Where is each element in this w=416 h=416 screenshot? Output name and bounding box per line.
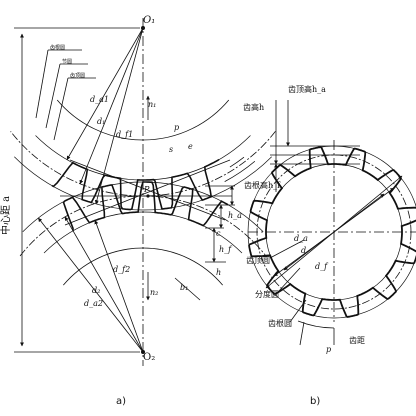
diagram-a-meshing-gears [10,18,276,366]
pitch-tag-leader-2 [45,63,61,129]
label-da: d_a [294,234,308,243]
label-n1: n₁ [148,100,156,109]
root-tag-leader-2 [35,49,49,119]
pitch-circle-leader [277,267,301,293]
pitch-circle-tag: 节圆 [62,59,72,65]
label-df1: d_f1 [116,130,133,139]
line-of-action-2 [64,159,231,226]
pitch-arc-b [297,320,335,329]
d1-line [79,27,144,185]
da2-line [38,217,144,353]
label-p: p [174,123,179,132]
root-circle-leader [289,299,307,323]
gear1-pitch-circle [10,131,276,197]
label-da2: d_a2 [84,299,103,308]
pitch-circle-label: 分度圆 [255,289,279,299]
gear2-root-circle [43,211,243,254]
center-distance-label: 中心距 a [0,196,12,235]
d2-line [64,216,144,353]
label-n2: n₂ [150,288,158,297]
addendum-label: 齿顶高h_a [288,84,326,94]
pitch-ext-2 [299,321,305,346]
gear1-tooth-outline [51,158,220,211]
pitch-point-dot [146,194,150,198]
label-da1: d_a1 [90,95,109,104]
tooth-height-label: 齿高h [243,102,264,112]
gear2-inner-arc [63,247,223,286]
tip-circle-label: 齿顶圆 [246,256,270,265]
root-circle-tag: 齿根圆 [50,44,65,51]
gear1-tip-circle [14,156,272,211]
label-hf: h_f [219,245,233,254]
label-s: s [169,145,173,154]
label-c: c [216,229,221,238]
gear1-center-label: O₁ [143,15,155,26]
diagram-b-spur-gear [247,100,416,346]
line-of-action-1 [69,159,226,221]
pitch-label: 齿距 [349,336,365,345]
df2-line [94,220,144,353]
gear2-center-label: O₂ [143,352,155,363]
label-b1: b₁ [180,283,188,292]
tip-circle-tag: 齿顶圆 [70,73,85,79]
label-h: h [216,268,221,277]
label-d2: d₂ [92,286,100,295]
label-p-b: p [326,345,331,354]
label-df: d_f [315,262,329,271]
tip-circle-leader [269,239,305,259]
label-ha: h_a [228,211,242,220]
root-circle-label: 齿根圆 [268,318,292,328]
caption-a: a) [116,396,126,407]
label-d: d [301,246,306,255]
p-dim-arc [224,160,256,182]
b1-leader [174,277,201,301]
s-dim-arc [229,156,245,168]
label-d1: d₁ [97,117,105,126]
tip-tag-leader-2 [53,77,69,141]
caption-b: b) [310,396,320,407]
gear1-inner-arc [56,99,230,141]
dedendum-label: 齿根高h_f [244,180,281,190]
label-e: e [188,142,193,151]
da1-line [94,27,144,205]
df-line [283,193,385,271]
df1-line [66,27,144,160]
label-df2: d_f2 [113,265,130,274]
label-pitch-point: P [143,185,150,194]
